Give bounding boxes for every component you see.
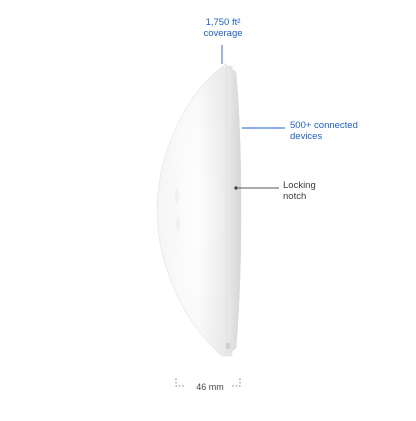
coverage-caption: coverage <box>203 28 243 39</box>
devices-callout: 500+ connected devices <box>290 120 390 142</box>
side-mark <box>176 218 180 230</box>
devices-caption: devices <box>290 131 323 142</box>
width-bracket-left <box>175 378 184 387</box>
devices-value: 500+ connected <box>290 120 358 131</box>
side-mark <box>175 189 179 203</box>
locking-notch-icon <box>234 186 238 190</box>
coverage-value: 1,750 ft² <box>205 17 241 28</box>
width-dimension-label: 46 mm <box>196 382 224 392</box>
device-mount-edge <box>223 63 242 357</box>
notch-line2: notch <box>283 191 307 202</box>
device-shading <box>157 66 232 356</box>
notch-callout: Locking notch <box>283 180 343 202</box>
bottom-port <box>226 343 230 349</box>
coverage-callout: 1,750 ft² coverage <box>200 17 246 39</box>
notch-line1: Locking <box>283 180 316 191</box>
width-bracket-right <box>232 378 241 387</box>
